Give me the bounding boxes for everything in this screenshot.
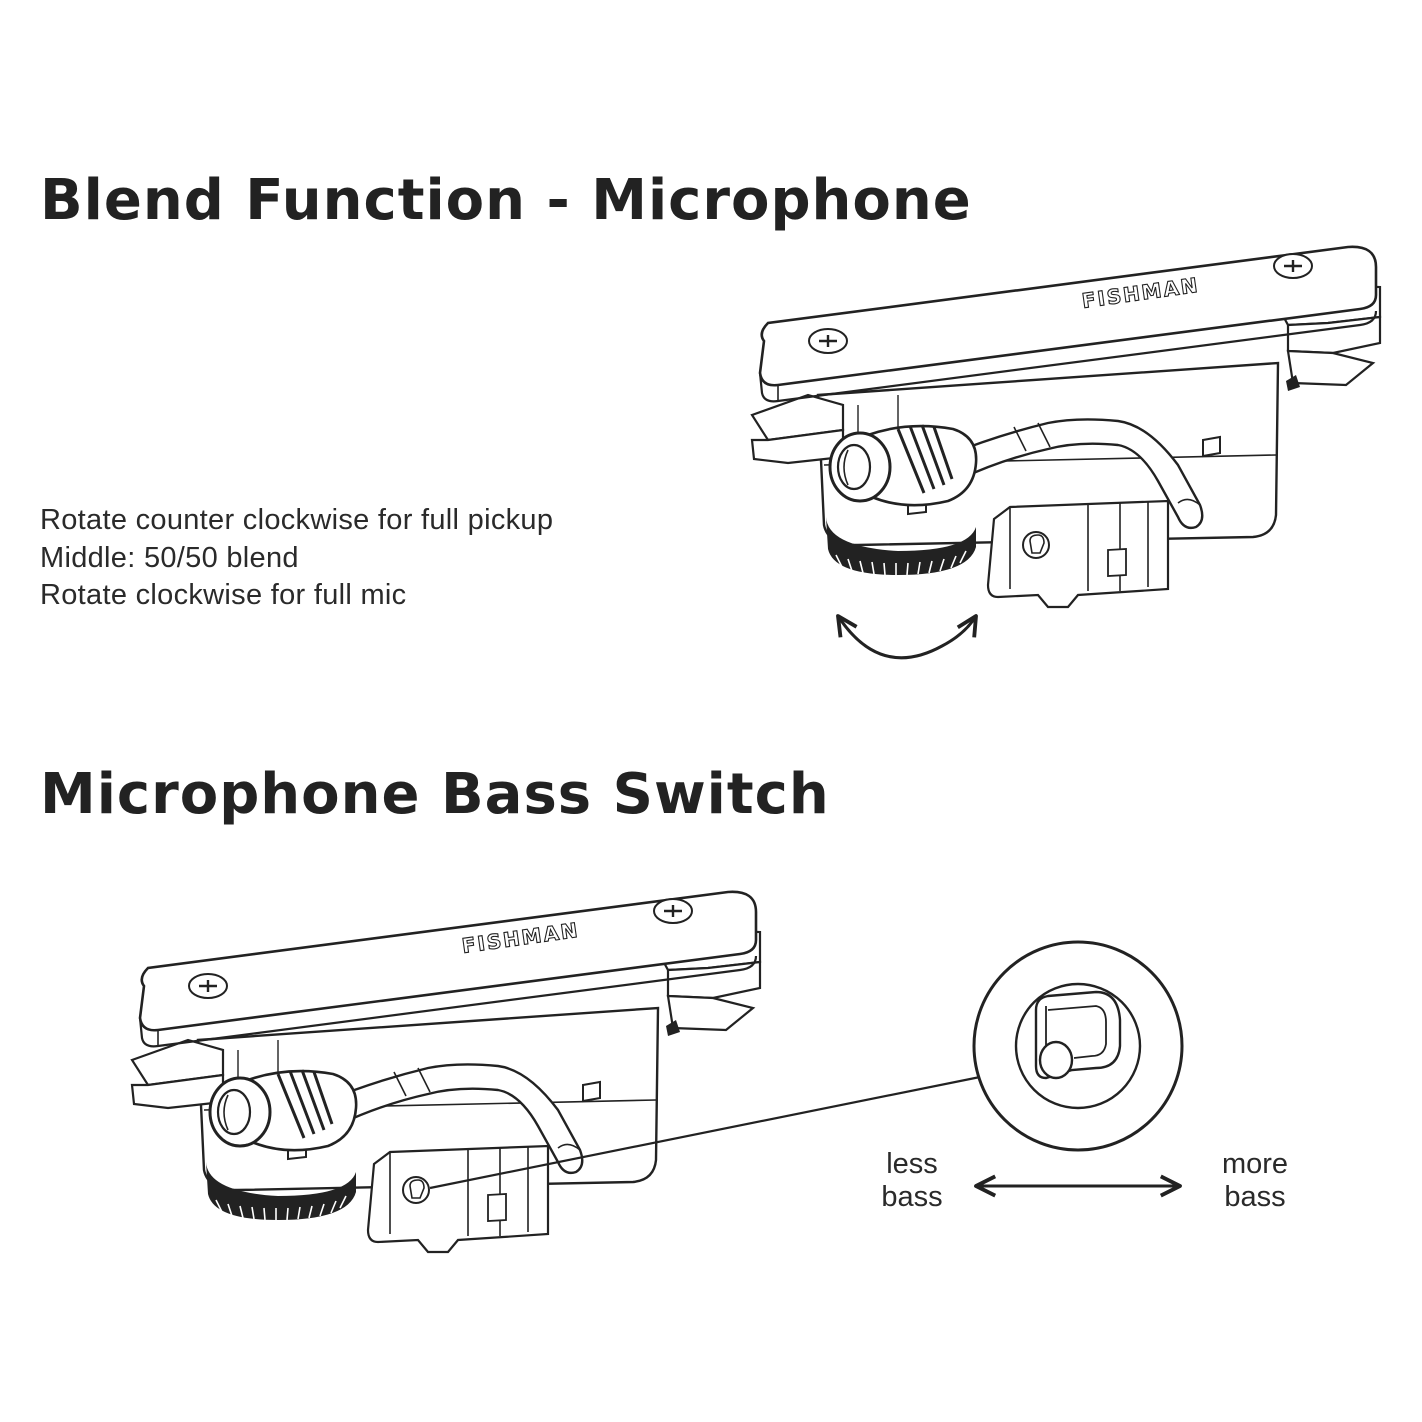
bass-switch-zoom-icon (972, 940, 1184, 1152)
instruction-middle: Middle: 50/50 blend (40, 541, 299, 574)
blend-function-title: Blend Function - Microphone (40, 168, 972, 233)
pickup-top-illustration: FISHMAN (750, 245, 1382, 609)
switch-leader-line (429, 1074, 986, 1190)
less-bass-label: less bass (842, 1148, 982, 1214)
more-bass-label-line-2: bass (1224, 1181, 1286, 1213)
more-bass-label-line-1: more (1221, 1148, 1289, 1180)
bass-switch-title: Microphone Bass Switch (40, 762, 830, 827)
blend-rotation-arrow (836, 614, 978, 660)
less-bass-label-line-2: bass (881, 1181, 943, 1213)
less-bass-label-line-1: less (886, 1148, 938, 1180)
instruction-cw: Rotate clockwise for full mic (40, 579, 407, 611)
pickup-bottom-illustration: FISHMAN (130, 890, 762, 1254)
more-bass-label: more bass (1185, 1148, 1325, 1214)
instruction-ccw: Rotate counter clockwise for full pickup (40, 504, 554, 536)
blend-instructions: Rotate counter clockwise for full pickup… (40, 502, 553, 615)
